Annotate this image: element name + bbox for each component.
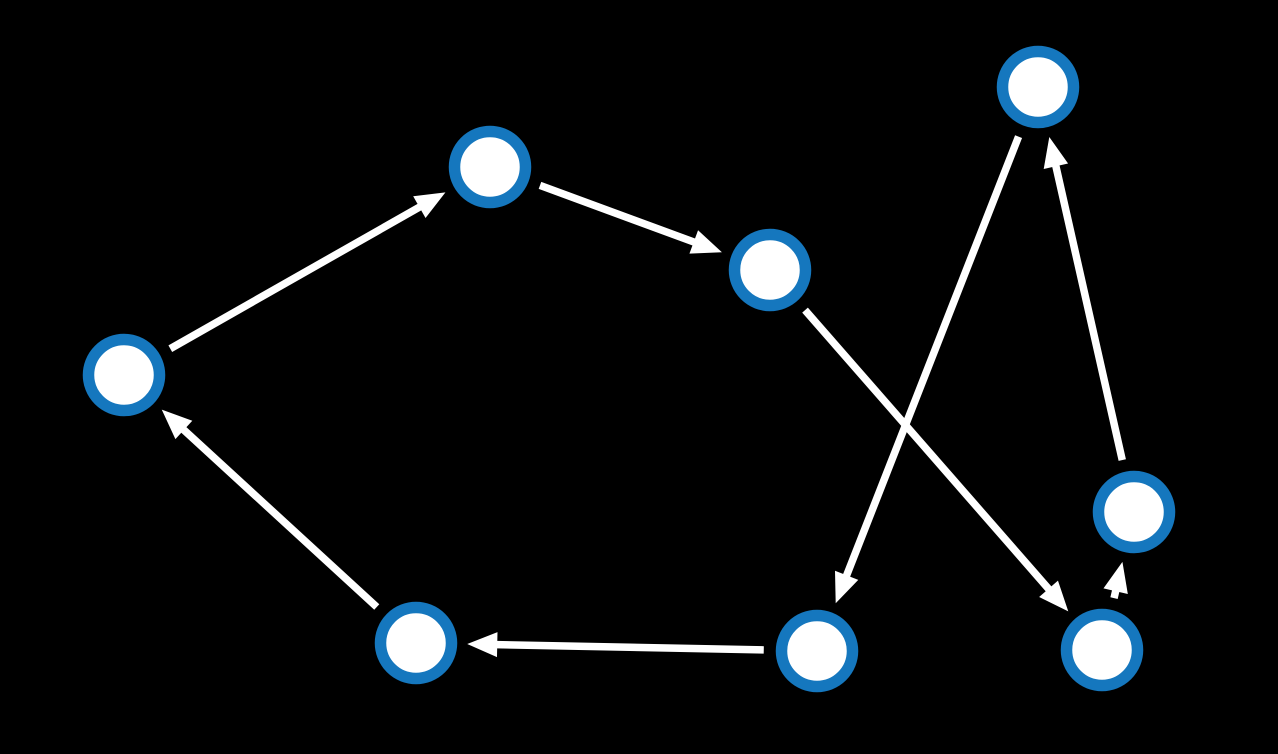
edge-arrowhead-n5-n1 [1043,136,1069,170]
graph-edge-n7-n6 [483,640,764,654]
graph-node-n4 [82,333,166,417]
graph-node-n5 [1092,470,1176,554]
edge-arrowhead-n3-n8 [1039,580,1069,612]
graph-node-n2 [448,125,532,209]
graph-node-n8 [1060,608,1144,692]
edge-arrowhead-n6-n4 [161,409,193,440]
edge-arrowhead-n2-n3 [689,230,722,254]
graph-node-n3 [728,228,812,312]
graph-edge-n4-n2 [168,197,433,352]
graph-edge-n2-n3 [538,181,708,251]
edge-arrowhead-n4-n2 [413,192,446,219]
graph-edge-n1-n7 [838,135,1023,590]
graph-node-n6 [374,601,458,685]
edge-arrowhead-n1-n7 [835,570,859,604]
edge-arrowhead-n7-n6 [467,632,498,658]
edge-arrowhead-n8-n5 [1103,561,1128,594]
graph-node-n1 [996,45,1080,129]
graph-node-n7 [775,609,859,693]
graph-edge-n5-n1 [1049,152,1126,461]
graph-edge-n3-n8 [802,307,1061,602]
graph-edge-n6-n4 [171,418,380,610]
